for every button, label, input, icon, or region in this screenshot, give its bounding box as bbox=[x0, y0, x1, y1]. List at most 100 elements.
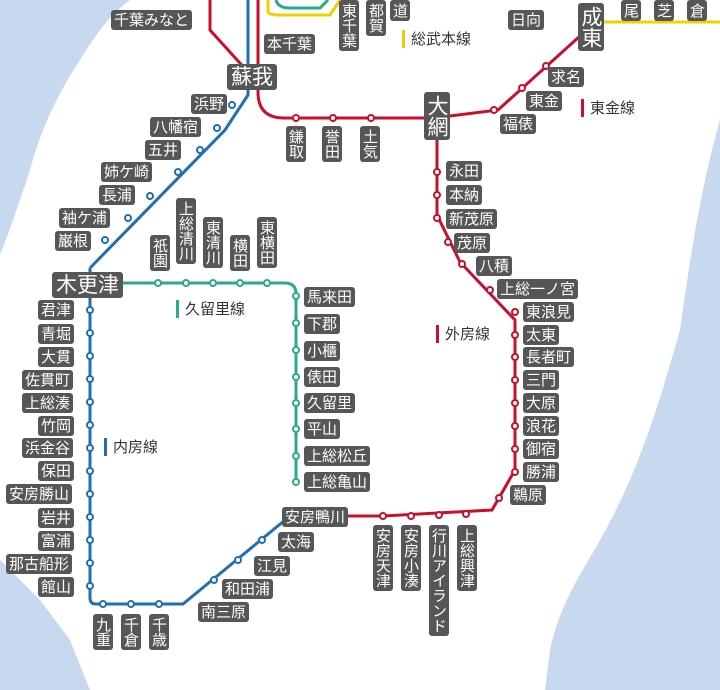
station-tsuga[interactable]: 都賀 bbox=[366, 0, 386, 36]
station-kazusamatsuoka[interactable]: 上総松丘 bbox=[304, 446, 371, 466]
station-kokonoe[interactable]: 九重 bbox=[93, 614, 113, 650]
station-hono[interactable]: 本納 bbox=[446, 185, 483, 205]
station-sodegaura[interactable]: 袖ケ浦 bbox=[59, 208, 111, 228]
station-motomachi[interactable]: 求名 bbox=[548, 67, 585, 87]
station-kimitsu[interactable]: 君津 bbox=[38, 300, 75, 320]
station-kururi[interactable]: 久留里 bbox=[304, 393, 356, 413]
station-yokoshiba[interactable]: 芝 bbox=[654, 0, 674, 21]
hub-kisarazu[interactable]: 木更津 bbox=[52, 272, 123, 298]
station-gion[interactable]: 祇園 bbox=[150, 235, 170, 271]
station-umakuda[interactable]: 馬来田 bbox=[304, 287, 356, 307]
station-onjuku[interactable]: 御宿 bbox=[523, 439, 560, 459]
station-hamano[interactable]: 浜野 bbox=[191, 94, 228, 114]
station-emi[interactable]: 江見 bbox=[254, 556, 291, 576]
station-higashinamimi[interactable]: 東浪見 bbox=[523, 302, 575, 322]
station-awakominato[interactable]: 安房小湊 bbox=[401, 525, 421, 591]
station-stop-dot bbox=[292, 319, 300, 327]
line-name-sotobo: 外房線 bbox=[436, 325, 490, 343]
station-kamatori[interactable]: 鎌取 bbox=[286, 126, 306, 162]
station-awaamatsu[interactable]: 安房天津 bbox=[373, 525, 393, 591]
station-kazusakiyokawa[interactable]: 上総清川 bbox=[176, 198, 196, 264]
station-stop-dot bbox=[433, 214, 441, 222]
station-yatsumi[interactable]: 八積 bbox=[476, 256, 513, 276]
station-higashichiba[interactable]: 東千葉 bbox=[339, 0, 359, 51]
station-takeoka[interactable]: 竹岡 bbox=[38, 416, 75, 436]
station-stop-dot bbox=[495, 494, 503, 502]
station-higashikiyokawa[interactable]: 東清川 bbox=[203, 217, 223, 268]
station-stop-dot bbox=[292, 114, 300, 122]
station-matsuo[interactable]: 尾 bbox=[621, 0, 641, 21]
station-nagaura[interactable]: 長浦 bbox=[99, 185, 136, 205]
station-wadaura[interactable]: 和田浦 bbox=[222, 579, 274, 599]
station-stop-dot bbox=[462, 510, 470, 518]
station-onuki[interactable]: 大貫 bbox=[38, 347, 75, 367]
station-taito[interactable]: 太東 bbox=[523, 325, 560, 345]
station-stop-dot bbox=[258, 536, 266, 544]
chiba-monorail-track bbox=[274, 0, 330, 10]
station-stop-dot bbox=[292, 373, 300, 381]
station-nagata[interactable]: 永田 bbox=[446, 161, 483, 181]
station-chibaminato[interactable]: 千葉みなと bbox=[111, 10, 193, 30]
station-togane[interactable]: 東金 bbox=[526, 91, 563, 111]
hub-oami[interactable]: 大網 bbox=[424, 92, 450, 140]
station-tawarada[interactable]: 俵田 bbox=[304, 367, 341, 387]
station-awakatsuyama[interactable]: 安房勝山 bbox=[6, 484, 73, 504]
station-shimogori[interactable]: 下郡 bbox=[304, 314, 341, 334]
station-tateyama[interactable]: 館山 bbox=[38, 577, 75, 597]
station-stop-dot bbox=[490, 106, 498, 114]
station-shinmobara[interactable]: 新茂原 bbox=[446, 209, 498, 229]
station-yokota[interactable]: 横田 bbox=[230, 235, 250, 271]
station-higashiyokota[interactable]: 東横田 bbox=[257, 217, 277, 268]
station-hamakanaya[interactable]: 浜金谷 bbox=[22, 438, 74, 458]
station-hota[interactable]: 保田 bbox=[38, 461, 75, 481]
station-sanukimachi[interactable]: 佐貫町 bbox=[22, 370, 74, 390]
station-honchiba[interactable]: 本千葉 bbox=[264, 34, 316, 54]
station-awakamogawa[interactable]: 安房鴨川 bbox=[282, 507, 349, 527]
station-iwai[interactable]: 岩井 bbox=[38, 508, 75, 528]
station-minamihara[interactable]: 南三原 bbox=[198, 602, 250, 622]
station-stop-dot bbox=[86, 513, 94, 521]
station-hirayama[interactable]: 平山 bbox=[304, 419, 341, 439]
station-namihana[interactable]: 浪花 bbox=[523, 416, 560, 436]
station-shikawa[interactable]: 道 bbox=[390, 0, 410, 21]
station-obitsu[interactable]: 小櫃 bbox=[304, 341, 341, 361]
station-stop-dot bbox=[292, 452, 300, 460]
station-ohara[interactable]: 大原 bbox=[523, 393, 560, 413]
hub-naruto[interactable]: 成東 bbox=[578, 3, 604, 51]
station-hyuga[interactable]: 日向 bbox=[508, 10, 545, 30]
station-goi[interactable]: 五井 bbox=[145, 140, 182, 160]
station-tomiura[interactable]: 富浦 bbox=[38, 531, 75, 551]
station-toke[interactable]: 土気 bbox=[360, 126, 380, 162]
station-kazusaokitsu[interactable]: 上総興津 bbox=[457, 525, 477, 591]
station-aohori[interactable]: 青堀 bbox=[38, 324, 75, 344]
hub-soga[interactable]: 蘇我 bbox=[227, 64, 277, 90]
station-kazusaminato[interactable]: 上総湊 bbox=[22, 393, 74, 413]
station-stop-dot bbox=[511, 468, 519, 476]
station-kazusaichinomiya[interactable]: 上総一ノ宮 bbox=[497, 279, 579, 299]
station-honda[interactable]: 誉田 bbox=[322, 126, 342, 162]
station-stop-dot bbox=[86, 536, 94, 544]
station-ubara[interactable]: 鵜原 bbox=[510, 485, 547, 505]
station-chikura[interactable]: 千倉 bbox=[121, 614, 141, 650]
station-chitose[interactable]: 千歳 bbox=[149, 614, 169, 650]
station-stop-dot bbox=[155, 600, 163, 608]
station-iioka[interactable]: 倉 bbox=[687, 0, 707, 21]
station-mikado[interactable]: 三門 bbox=[523, 370, 560, 390]
station-nakofunakata[interactable]: 那古船形 bbox=[6, 554, 73, 574]
station-mobara[interactable]: 茂原 bbox=[454, 233, 491, 253]
station-anegasaki[interactable]: 姉ケ崎 bbox=[101, 162, 153, 182]
station-stop-dot bbox=[86, 421, 94, 429]
station-stop-dot bbox=[458, 260, 466, 268]
station-katsuura[interactable]: 勝浦 bbox=[523, 462, 560, 482]
sea-right bbox=[545, 120, 720, 690]
station-fukutawara[interactable]: 福俵 bbox=[500, 114, 537, 134]
station-kazusakameyama[interactable]: 上総亀山 bbox=[304, 472, 371, 492]
station-futomi[interactable]: 太海 bbox=[278, 532, 315, 552]
station-stop-dot bbox=[86, 352, 94, 360]
station-ganne[interactable]: 巌根 bbox=[55, 231, 92, 251]
station-yawatajuku[interactable]: 八幡宿 bbox=[150, 117, 202, 137]
station-gyokawaisland[interactable]: 行川アイランド bbox=[429, 525, 449, 636]
station-stop-dot bbox=[86, 329, 94, 337]
station-chojamachi[interactable]: 長者町 bbox=[523, 347, 575, 367]
station-stop-dot bbox=[228, 101, 236, 109]
